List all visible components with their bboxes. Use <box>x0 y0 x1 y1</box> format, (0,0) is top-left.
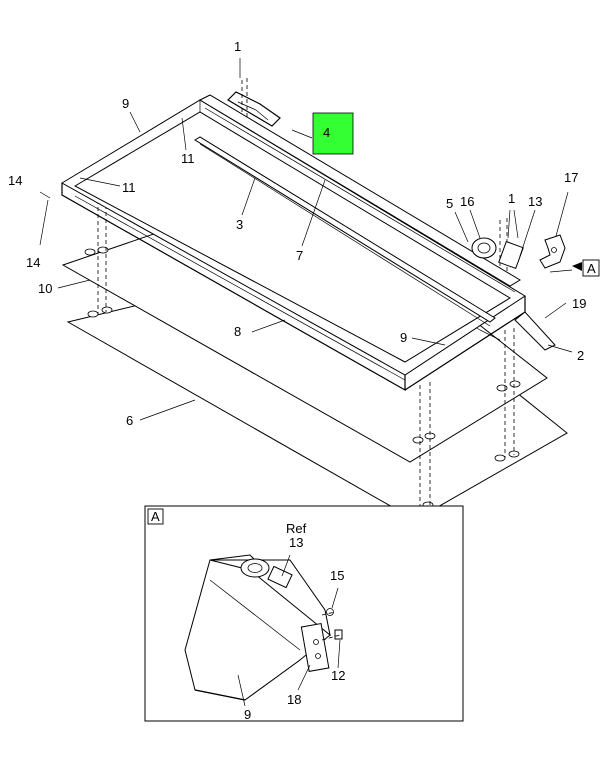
callout-17: 17 <box>564 170 578 185</box>
highlight-box <box>312 112 354 155</box>
round-fitting <box>471 237 524 270</box>
detail-callout-15: 15 <box>330 568 344 583</box>
callout-13: 13 <box>528 194 542 209</box>
bracket <box>539 234 566 269</box>
callout-5: 5 <box>446 196 453 211</box>
callout-1-top: 1 <box>234 39 241 54</box>
callout-14-upper: 14 <box>8 173 22 188</box>
detail-callout-18: 18 <box>287 692 301 707</box>
side-bracket <box>514 311 556 351</box>
detail-callout-12: 12 <box>331 668 345 683</box>
callout-4-highlight: 4 <box>323 125 330 140</box>
callout-3: 3 <box>236 217 243 232</box>
detail-ref-label: Ref <box>286 521 307 536</box>
callout-2: 2 <box>577 348 584 363</box>
callout-11-lower: 11 <box>122 180 136 195</box>
section-a-arrow <box>572 262 582 271</box>
detail-callout-9: 9 <box>244 707 251 722</box>
section-a-tag: A <box>587 261 596 276</box>
detail-callout-13: 13 <box>289 535 303 550</box>
detail-a-tag: A <box>151 509 160 524</box>
callout-1-right: 1 <box>508 191 515 206</box>
section-a-tag-box <box>582 259 600 277</box>
callout-9-right: 9 <box>400 330 407 345</box>
callout-11-upper: 11 <box>181 151 195 166</box>
callout-10: 10 <box>38 281 52 296</box>
callout-8: 8 <box>234 324 241 339</box>
main-frame <box>61 99 526 392</box>
callout-16: 16 <box>460 194 474 209</box>
callout-7: 7 <box>296 248 303 263</box>
detail-a-panel <box>144 505 464 722</box>
callout-9-left: 9 <box>122 96 129 111</box>
callout-14-lower: 14 <box>26 255 40 270</box>
callout-6: 6 <box>126 413 133 428</box>
inner-bar <box>194 136 496 327</box>
callout-19: 19 <box>572 296 586 311</box>
top-rail <box>198 91 521 287</box>
leader-lines <box>39 58 573 421</box>
